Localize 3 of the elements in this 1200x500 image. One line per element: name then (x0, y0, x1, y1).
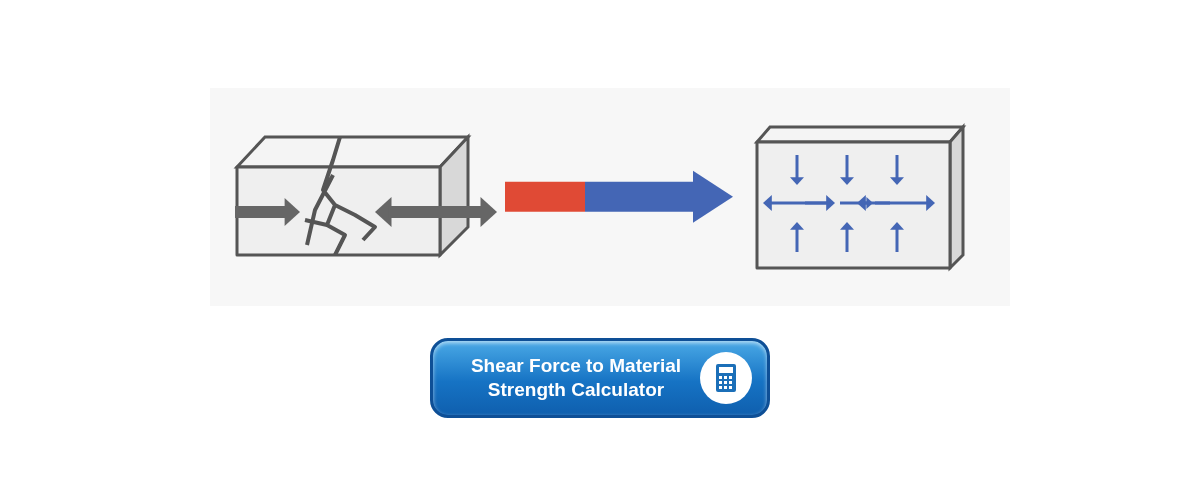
arrow (505, 170, 733, 223)
button-label: Shear Force to Material Strength Calculator (469, 354, 683, 402)
calculator-button (430, 338, 770, 418)
